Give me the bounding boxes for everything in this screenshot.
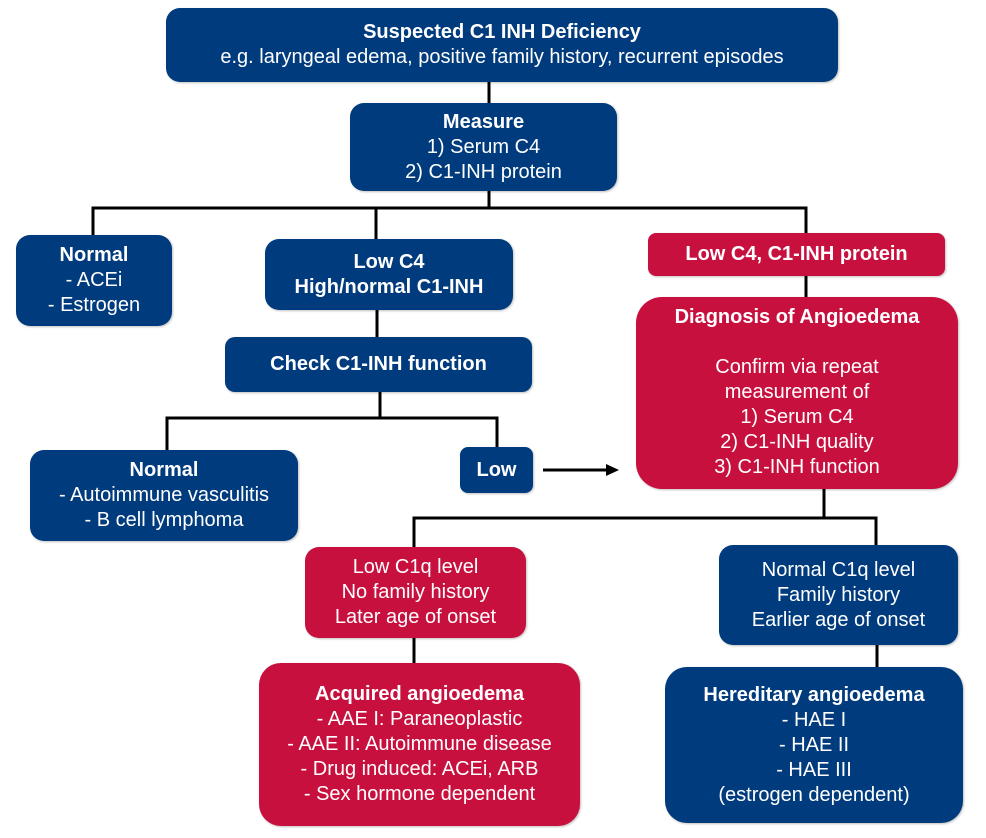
- node-normal-1-line: - ACEi: [65, 269, 123, 291]
- node-acquired-line: - AAE I: Paraneoplastic: [316, 708, 523, 730]
- arrowhead-icon: [606, 464, 619, 476]
- node-acquired-line: - AAE II: Autoimmune disease: [287, 733, 552, 755]
- node-hereditary: Hereditary angioedema - HAE I - HAE II -…: [665, 667, 963, 823]
- connector-diagnosis-branches: [412, 516, 878, 547]
- node-acquired-line: - Sex hormone dependent: [303, 783, 536, 805]
- node-normal-2: Normal - Autoimmune vasculitis - B cell …: [30, 450, 298, 541]
- node-check-function: Check C1-INH function: [225, 337, 532, 392]
- node-acquired: Acquired angioedema - AAE I: Paraneoplas…: [259, 663, 580, 826]
- node-normal-1-line: - Estrogen: [47, 294, 141, 316]
- node-normal-1-title: Normal: [59, 244, 129, 266]
- node-low-c4-title2: High/normal C1-INH: [294, 275, 484, 298]
- node-normal-c1q-line: Normal C1q level: [761, 558, 916, 581]
- node-diagnosis-line: Confirm via repeat: [715, 356, 879, 378]
- node-diagnosis: Diagnosis of Angioedema Confirm via repe…: [636, 297, 958, 489]
- node-low-c1q-line: Later age of onset: [334, 606, 497, 628]
- node-acquired-title: Acquired angioedema: [315, 683, 524, 705]
- node-diagnosis-line: 3) C1-INH function: [714, 456, 880, 478]
- node-suspected: Suspected C1 INH Deficiency e.g. larynge…: [166, 8, 838, 82]
- node-hereditary-line: - HAE III: [776, 758, 852, 781]
- node-low-c4-high-c1inh: Low C4 High/normal C1-INH: [265, 239, 513, 310]
- node-low-c4-protein-title: Low C4, C1-INH protein: [685, 243, 908, 265]
- node-normal-c1q-line: Earlier age of onset: [751, 608, 926, 631]
- node-measure-line: 2) C1-INH protein: [405, 160, 562, 183]
- node-suspected-line: e.g. laryngeal edema, positive family hi…: [220, 46, 784, 68]
- node-low-title: Low: [476, 458, 517, 481]
- node-normal-2-title: Normal: [129, 459, 199, 481]
- node-measure: Measure 1) Serum C4 2) C1-INH protein: [350, 103, 617, 191]
- connector-check-branches: [165, 416, 499, 450]
- node-low-c4-c1inh-protein: Low C4, C1-INH protein: [648, 233, 945, 276]
- node-diagnosis-line: 2) C1-INH quality: [720, 431, 874, 453]
- node-measure-title: Measure: [442, 110, 525, 133]
- node-diagnosis-line: 1) Serum C4: [740, 406, 854, 428]
- node-low-c1q-line: Low C1q level: [352, 556, 479, 578]
- node-suspected-title: Suspected C1 INH Deficiency: [363, 21, 641, 43]
- node-hereditary-line: - HAE I: [781, 708, 847, 731]
- node-diagnosis-line: measurement of: [724, 381, 870, 403]
- node-check-function-title: Check C1-INH function: [270, 353, 487, 375]
- node-acquired-line: - Drug induced: ACEi, ARB: [300, 758, 539, 780]
- node-hereditary-line: (estrogen dependent): [718, 783, 910, 806]
- node-low-c4-title: Low C4: [353, 250, 425, 273]
- node-hereditary-line: - HAE II: [778, 733, 849, 756]
- connector-measure-branches: [91, 206, 808, 235]
- node-low-c1q: Low C1q level No family history Later ag…: [305, 547, 526, 638]
- node-hereditary-title: Hereditary angioedema: [703, 683, 925, 706]
- node-low-c1q-line: No family history: [341, 581, 490, 603]
- node-normal-1: Normal - ACEi - Estrogen: [16, 235, 172, 326]
- node-normal-2-line: - Autoimmune vasculitis: [58, 484, 270, 506]
- node-normal-2-line: - B cell lymphoma: [84, 509, 244, 531]
- node-measure-line: 1) Serum C4: [426, 135, 541, 158]
- node-low: Low: [460, 447, 533, 493]
- node-diagnosis-title: Diagnosis of Angioedema: [674, 306, 920, 328]
- node-normal-c1q-line: Family history: [776, 583, 901, 606]
- node-normal-c1q: Normal C1q level Family history Earlier …: [719, 545, 958, 645]
